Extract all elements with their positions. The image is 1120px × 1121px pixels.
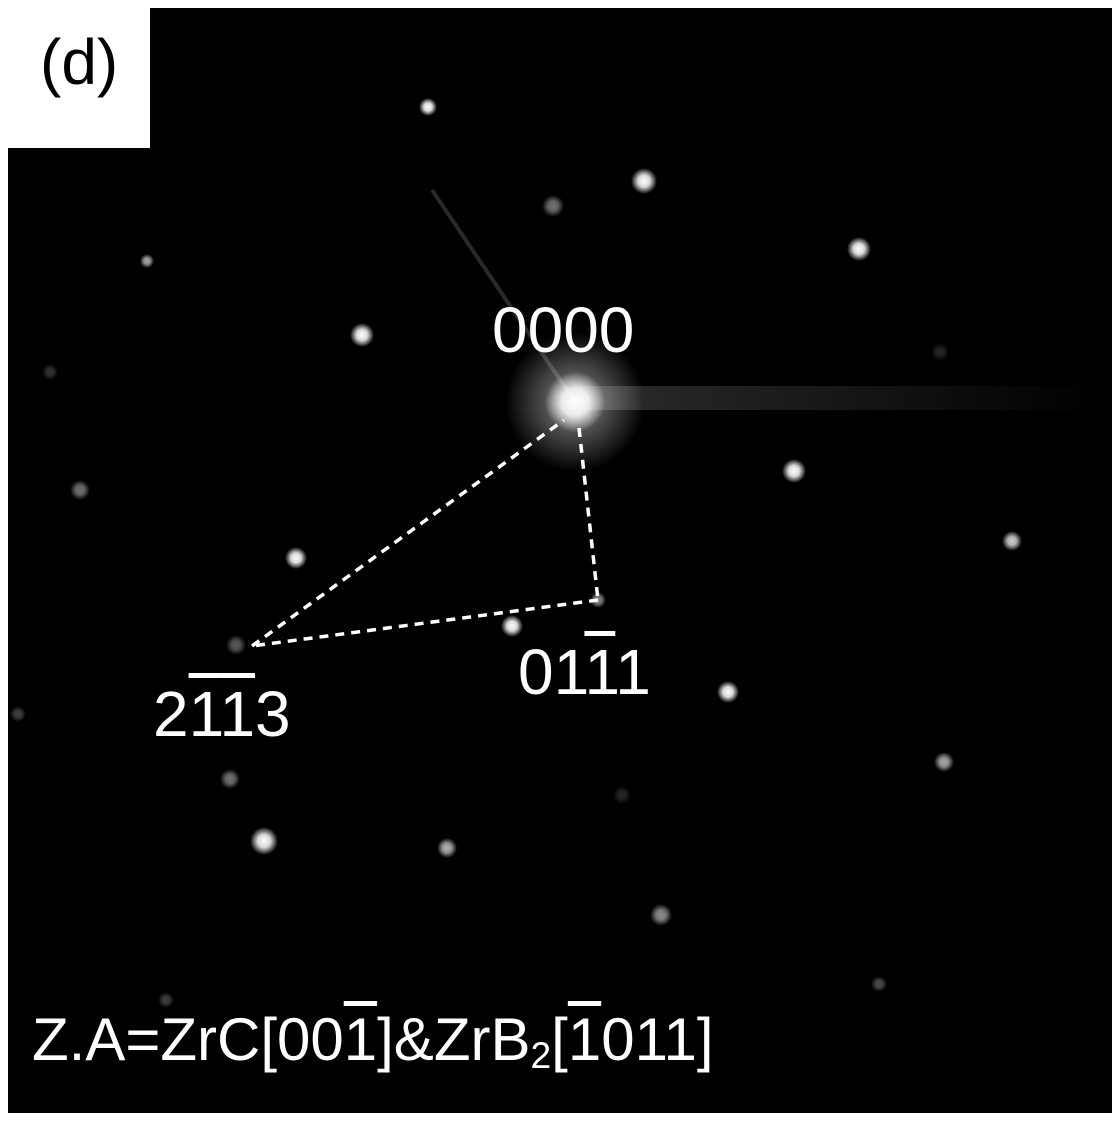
diffraction-spot bbox=[419, 98, 437, 116]
center-spot-label: 0000 bbox=[492, 294, 635, 366]
diffraction-spot bbox=[650, 904, 672, 926]
zone-axis-prefix: Z.A=ZrC[00 bbox=[32, 1006, 344, 1073]
diffraction-spot bbox=[934, 752, 954, 772]
diffraction-spot bbox=[437, 838, 457, 858]
spot-b-label-post: 3 bbox=[255, 678, 291, 750]
diffraction-spot bbox=[285, 547, 307, 569]
diffraction-field bbox=[8, 8, 1112, 1113]
spot-b-label-pre: 2 bbox=[153, 678, 189, 750]
zone-axis-suffix: 011] bbox=[601, 1006, 714, 1073]
diffraction-spot bbox=[542, 195, 564, 217]
diffraction-spot bbox=[631, 168, 657, 194]
diffraction-spot bbox=[140, 254, 154, 268]
zone-axis-caption: Z.A=ZrC[001]&ZrB2[1011] bbox=[32, 1010, 714, 1074]
spot-b-label: 2113 bbox=[153, 682, 291, 746]
diffraction-spot bbox=[220, 769, 240, 789]
spot-a-label-post: 1 bbox=[615, 636, 651, 708]
diffraction-spot bbox=[613, 786, 631, 804]
diffraction-spot bbox=[158, 992, 174, 1008]
diffraction-spot bbox=[782, 459, 806, 483]
central-beam bbox=[545, 372, 605, 432]
reflection-spots bbox=[10, 98, 1022, 1008]
diffraction-spot bbox=[70, 480, 90, 500]
spot-b-label-bar2: 1 bbox=[219, 678, 256, 750]
index-triangle bbox=[250, 418, 600, 648]
zone-axis-bar2: 1 bbox=[567, 1006, 602, 1073]
spot-b-label-bar1: 1 bbox=[188, 678, 220, 750]
index-line-a-b bbox=[251, 598, 599, 648]
diffraction-spot bbox=[10, 706, 26, 722]
spot-a-label-pre: 01 bbox=[518, 636, 585, 708]
diffraction-spot bbox=[250, 827, 278, 855]
beam-streak-right bbox=[580, 386, 1100, 410]
diffraction-spot bbox=[871, 976, 887, 992]
index-line-center-a bbox=[577, 427, 600, 601]
spot-a-label: 0111 bbox=[518, 640, 651, 704]
diffraction-spot bbox=[1002, 531, 1022, 551]
index-line-b-center bbox=[250, 418, 566, 648]
panel-label: (d) bbox=[40, 26, 119, 98]
diffraction-spot bbox=[350, 323, 374, 347]
zone-axis-sub: 2 bbox=[530, 1034, 552, 1077]
diffraction-spot bbox=[42, 364, 58, 380]
diffraction-spot bbox=[226, 635, 246, 655]
zone-axis-open: [ bbox=[551, 1006, 568, 1073]
spot-a-label-bar: 1 bbox=[584, 636, 616, 708]
diffraction-spot bbox=[931, 343, 949, 361]
zone-axis-mid: ]&ZrB bbox=[377, 1006, 531, 1073]
diffraction-spot bbox=[717, 681, 739, 703]
diffraction-spot bbox=[501, 615, 523, 637]
diffraction-spot bbox=[847, 237, 871, 261]
zone-axis-bar1: 1 bbox=[343, 1006, 378, 1073]
